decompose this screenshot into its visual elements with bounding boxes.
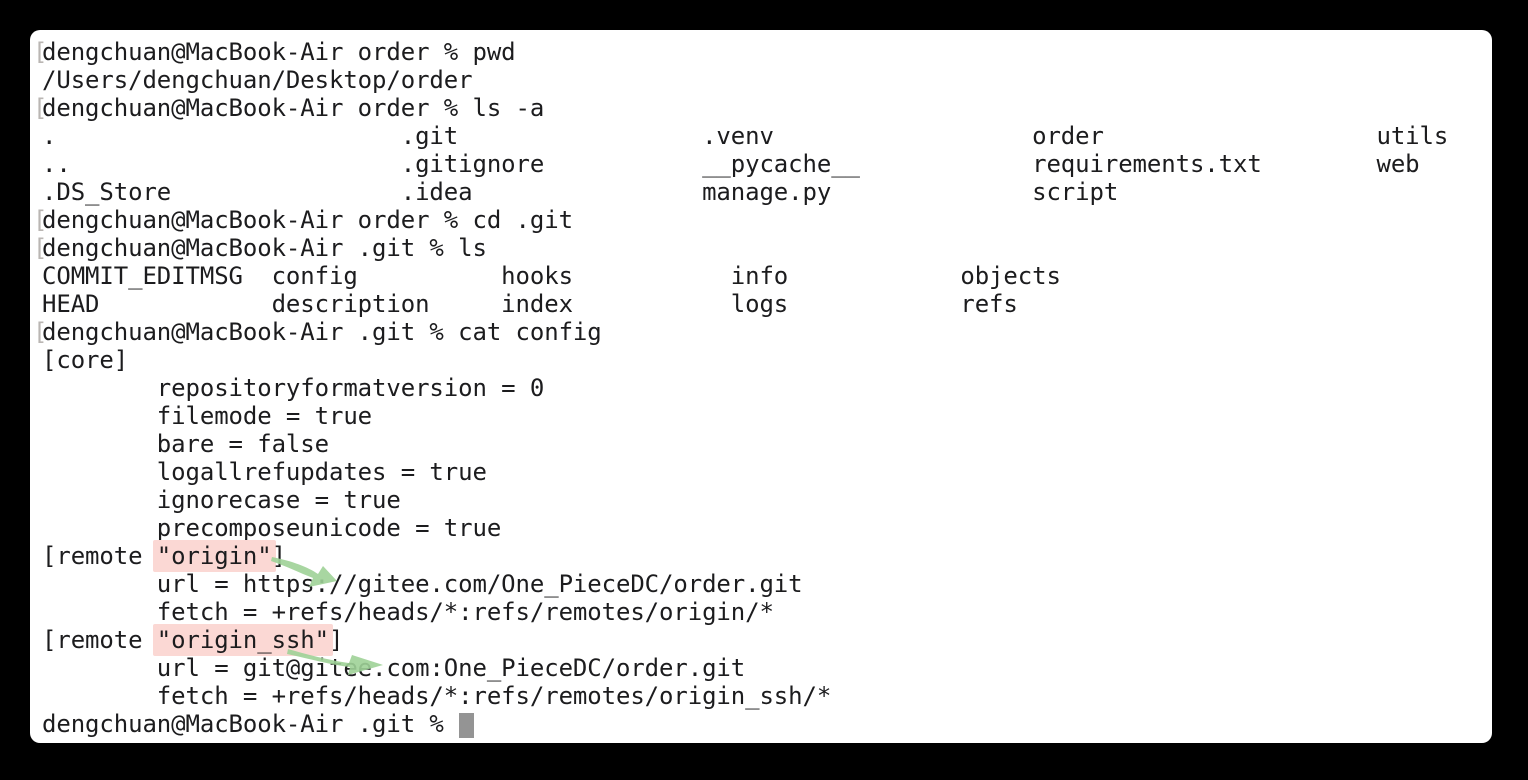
terminal-line: url = https://gitee.com/One_PieceDC/orde… (42, 570, 803, 598)
terminal-line: [dengchuan@MacBook-Air order % ls -a (33, 94, 545, 122)
terminal-line: filemode = true (42, 402, 373, 430)
terminal-line: bare = false (42, 430, 329, 458)
prompt-mark: [ (33, 94, 48, 122)
terminal-line: . .git .venv order utils (42, 122, 1449, 150)
prompt-mark: [ (33, 206, 48, 234)
terminal-line: /Users/dengchuan/Desktop/order (42, 66, 473, 94)
terminal-line: [remote "origin"] (42, 540, 286, 572)
terminal-line: [dengchuan@MacBook-Air .git % ls (33, 234, 487, 262)
prompt-mark: [ (33, 38, 48, 66)
terminal-output[interactable]: [dengchuan@MacBook-Air order % pwd/Users… (30, 30, 1492, 743)
terminal-line: [remote "origin_ssh"] (42, 624, 344, 656)
highlight-origin-ssh: "origin_ssh" (152, 624, 333, 656)
terminal-line: dengchuan@MacBook-Air .git % (42, 710, 1492, 738)
terminal-line: [dengchuan@MacBook-Air order % pwd (33, 38, 516, 66)
terminal-line: [dengchuan@MacBook-Air order % cd .git (33, 206, 573, 234)
terminal-window: [dengchuan@MacBook-Air order % pwd/Users… (30, 30, 1492, 743)
terminal-line: logallrefupdates = true (42, 458, 487, 486)
terminal-line: .DS_Store .idea manage.py script (42, 178, 1119, 206)
terminal-line: fetch = +refs/heads/*:refs/remotes/origi… (42, 598, 774, 626)
terminal-line: precomposeunicode = true (42, 514, 502, 542)
terminal-line: url = git@gitee.com:One_PieceDC/order.gi… (42, 654, 746, 682)
terminal-line: fetch = +refs/heads/*:refs/remotes/origi… (42, 682, 832, 710)
terminal-line: COMMIT_EDITMSG config hooks info objects (42, 262, 1061, 290)
terminal-cursor (459, 713, 475, 738)
terminal-line: .. .gitignore __pycache__ requirements.t… (42, 150, 1420, 178)
terminal-line: HEAD description index logs refs (42, 290, 1018, 318)
terminal-line: [dengchuan@MacBook-Air .git % cat config (33, 318, 602, 346)
terminal-line: [core] (42, 346, 129, 374)
terminal-line: repositoryformatversion = 0 (42, 374, 545, 402)
highlight-origin: "origin" (152, 540, 276, 572)
terminal-line: ignorecase = true (42, 486, 401, 514)
prompt-mark: [ (33, 318, 48, 346)
prompt-mark: [ (33, 234, 48, 262)
